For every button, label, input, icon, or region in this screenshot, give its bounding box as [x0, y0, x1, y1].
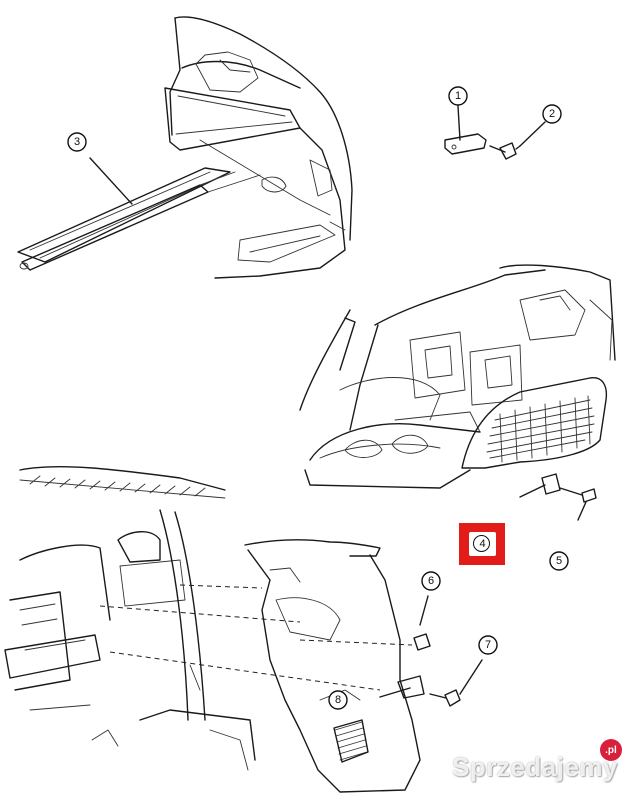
callout-ring: [473, 535, 490, 552]
callout-4-label: 4: [479, 538, 486, 550]
callout-2: 2: [542, 104, 562, 124]
svg-text:7: 7: [485, 639, 491, 651]
svg-text:6: 6: [428, 575, 434, 587]
callout-8: 8: [328, 690, 348, 710]
watermark-badge: .pl: [600, 739, 622, 761]
svg-text:3: 3: [74, 136, 80, 148]
pillar-trim-view: [4, 465, 483, 793]
callout-6: 6: [421, 571, 441, 591]
callout-4-panel: 4: [469, 532, 496, 556]
svg-text:8: 8: [335, 694, 341, 706]
wheelhouse-view: [299, 264, 616, 521]
highlighted-part-callout: 4: [459, 523, 505, 565]
svg-text:5: 5: [556, 555, 562, 567]
svg-text:1: 1: [455, 90, 461, 102]
callout-5: 5: [549, 551, 569, 571]
svg-text:2: 2: [549, 108, 555, 120]
watermark-text: Sprzedajemy: [452, 752, 618, 782]
callout-1: 1: [448, 86, 468, 106]
callout-7: 7: [478, 635, 498, 655]
callout-3: 3: [67, 132, 87, 152]
cargo-area-view: [17, 16, 353, 279]
bracket-assembly: [444, 105, 546, 160]
